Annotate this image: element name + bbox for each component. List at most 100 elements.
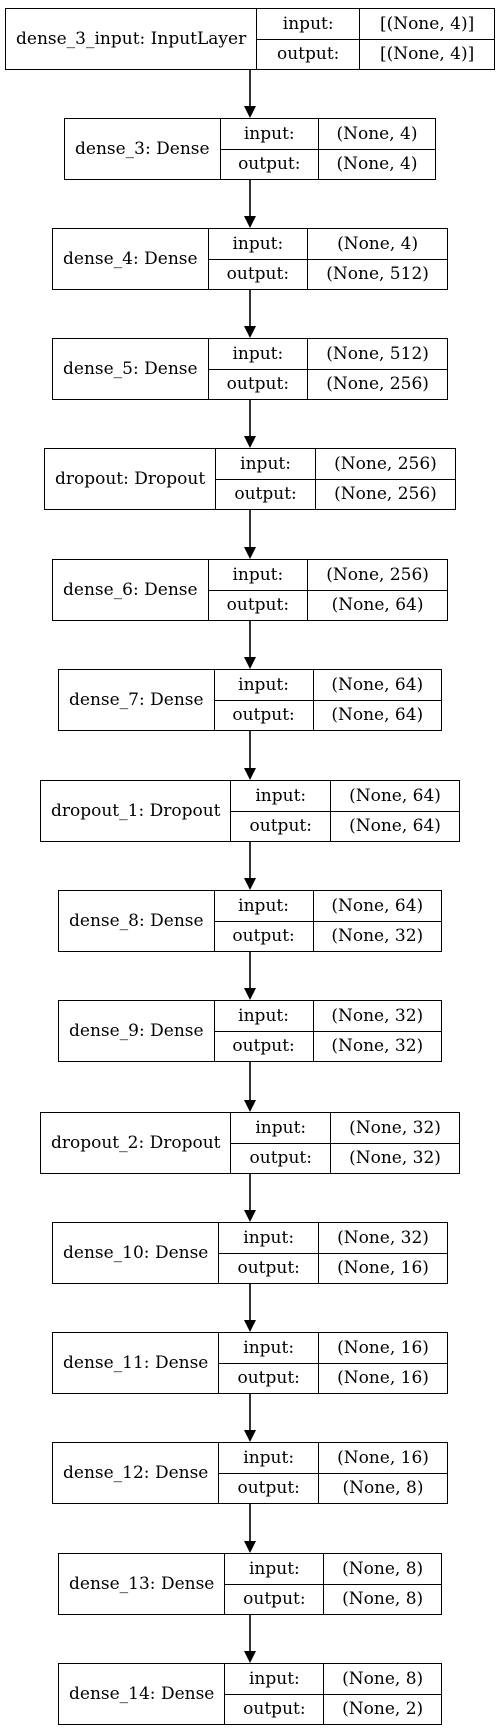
input-shape: [(None, 4)] xyxy=(360,9,494,40)
output-label: output: xyxy=(219,1253,319,1283)
shape-table: input:(None, 32)output: (None, 16) xyxy=(219,1223,447,1283)
output-label: output: xyxy=(215,700,314,730)
input-shape: (None, 64) xyxy=(313,670,441,701)
output-label: output: xyxy=(215,1031,314,1061)
input-shape: (None, 64) xyxy=(331,781,459,812)
layer-name: dense_3_input: InputLayer xyxy=(6,9,258,69)
input-label: input: xyxy=(219,1223,319,1254)
edge-arrow xyxy=(244,1394,256,1442)
input-label: input: xyxy=(225,1554,325,1585)
shape-table: input:(None, 64)output: (None, 32) xyxy=(214,891,441,951)
output-shape: (None, 16) xyxy=(337,1258,429,1279)
edge-arrow xyxy=(244,621,256,669)
edge-arrow xyxy=(244,1615,256,1663)
shape-table: input:(None, 256)output:(None, 64) xyxy=(208,560,447,620)
layer-name: dropout_2: Dropout xyxy=(41,1113,232,1173)
layer-name: dropout: Dropout xyxy=(45,449,217,509)
input-label: input: xyxy=(214,670,314,701)
input-label: input: xyxy=(214,1001,314,1032)
input-shape: (None, 16) xyxy=(318,1443,447,1474)
input-label: input: xyxy=(257,9,361,40)
input-shape: (None, 32) xyxy=(313,1001,441,1032)
input-label: input: xyxy=(225,1664,325,1695)
output-shape: (None, 8) xyxy=(342,1589,424,1610)
shape-table: input:(None, 16)output:(None, 16) xyxy=(219,1333,447,1393)
input-shape: (None, 4) xyxy=(318,119,435,150)
shape-table: input:(None, 4)output:(None, 4) xyxy=(220,119,435,179)
edge-arrow xyxy=(244,1174,256,1222)
input-label: input: xyxy=(231,1113,332,1144)
input-shape: (None, 256) xyxy=(315,449,455,480)
output-label: output: xyxy=(231,1143,332,1173)
shape-table: input:(None, 32)output:(None, 32) xyxy=(214,1001,441,1061)
input-label: input: xyxy=(220,119,319,150)
shape-table: input:[(None, 4)]output:[(None, 4)] xyxy=(257,9,494,69)
output-shape: (None, 2) xyxy=(342,1699,424,1720)
edge-arrow xyxy=(244,842,256,890)
output-shape: (None, 32) xyxy=(331,926,424,947)
input-shape: (None, 32) xyxy=(318,1223,447,1254)
input-shape: (None, 64) xyxy=(313,891,441,922)
input-label: input: xyxy=(208,339,309,370)
output-shape: (None, 64) xyxy=(349,816,441,837)
input-shape: (None, 32) xyxy=(331,1113,459,1144)
edge-arrow xyxy=(244,1504,256,1553)
layer-name: dense_10: Dense xyxy=(53,1223,220,1283)
shape-table: input:(None, 8)output:(None, 8) xyxy=(225,1554,441,1614)
output-label: output: xyxy=(215,921,314,951)
output-label: output: xyxy=(257,39,361,69)
output-shape: (None, 32) xyxy=(349,1148,441,1169)
output-shape: (None, 16) xyxy=(337,1368,429,1389)
output-shape: (None, 512) xyxy=(326,264,429,285)
layer-name: dense_4: Dense xyxy=(53,229,209,289)
input-shape: (None, 4) xyxy=(308,229,447,260)
input-shape: (None, 16) xyxy=(318,1333,447,1364)
output-label: output: xyxy=(225,1584,325,1614)
input-label: input: xyxy=(219,1333,319,1364)
input-shape: (None, 256) xyxy=(308,560,447,591)
layer-name: dense_5: Dense xyxy=(53,339,209,399)
edge-arrow xyxy=(244,731,256,780)
shape-table: input:(None, 64)output:(None, 64) xyxy=(231,781,459,841)
shape-table: input:(None, 8)output:(None, 2) xyxy=(225,1664,441,1724)
edge-arrow xyxy=(244,180,256,228)
layer-name: dense_6: Dense xyxy=(53,560,209,620)
layer-name: dense_13: Dense xyxy=(59,1554,226,1614)
layer-name: dense_12: Dense xyxy=(53,1443,220,1503)
layer-name: dense_7: Dense xyxy=(59,670,215,730)
output-shape: (None, 8) xyxy=(342,1478,424,1499)
output-shape: [(None, 4)] xyxy=(379,44,475,65)
layer-name: dense_11: Dense xyxy=(53,1333,220,1393)
output-label: output: xyxy=(225,1694,325,1724)
output-shape: (None, 256) xyxy=(334,484,437,505)
layer-name: dropout_1: Dropout xyxy=(41,781,232,841)
output-label: output: xyxy=(231,811,332,841)
shape-table: input:(None, 16)output:(None, 8) xyxy=(219,1443,447,1503)
shape-table: input:(None, 32)output:(None, 32) xyxy=(231,1113,459,1173)
shape-table: input:(None, 64)output:(None, 64) xyxy=(214,670,441,730)
edge-arrow xyxy=(244,1062,256,1112)
output-label: output: xyxy=(209,259,309,289)
output-label: output: xyxy=(209,369,309,399)
shape-table: input:(None, 4)output:(None, 512) xyxy=(208,229,447,289)
output-shape: (None, 32) xyxy=(331,1036,424,1057)
edge-arrow xyxy=(244,400,256,448)
output-label: output: xyxy=(219,1363,319,1393)
input-label: input: xyxy=(214,891,314,922)
edge-arrow xyxy=(244,1284,256,1332)
input-shape: (None, 8) xyxy=(324,1554,441,1585)
